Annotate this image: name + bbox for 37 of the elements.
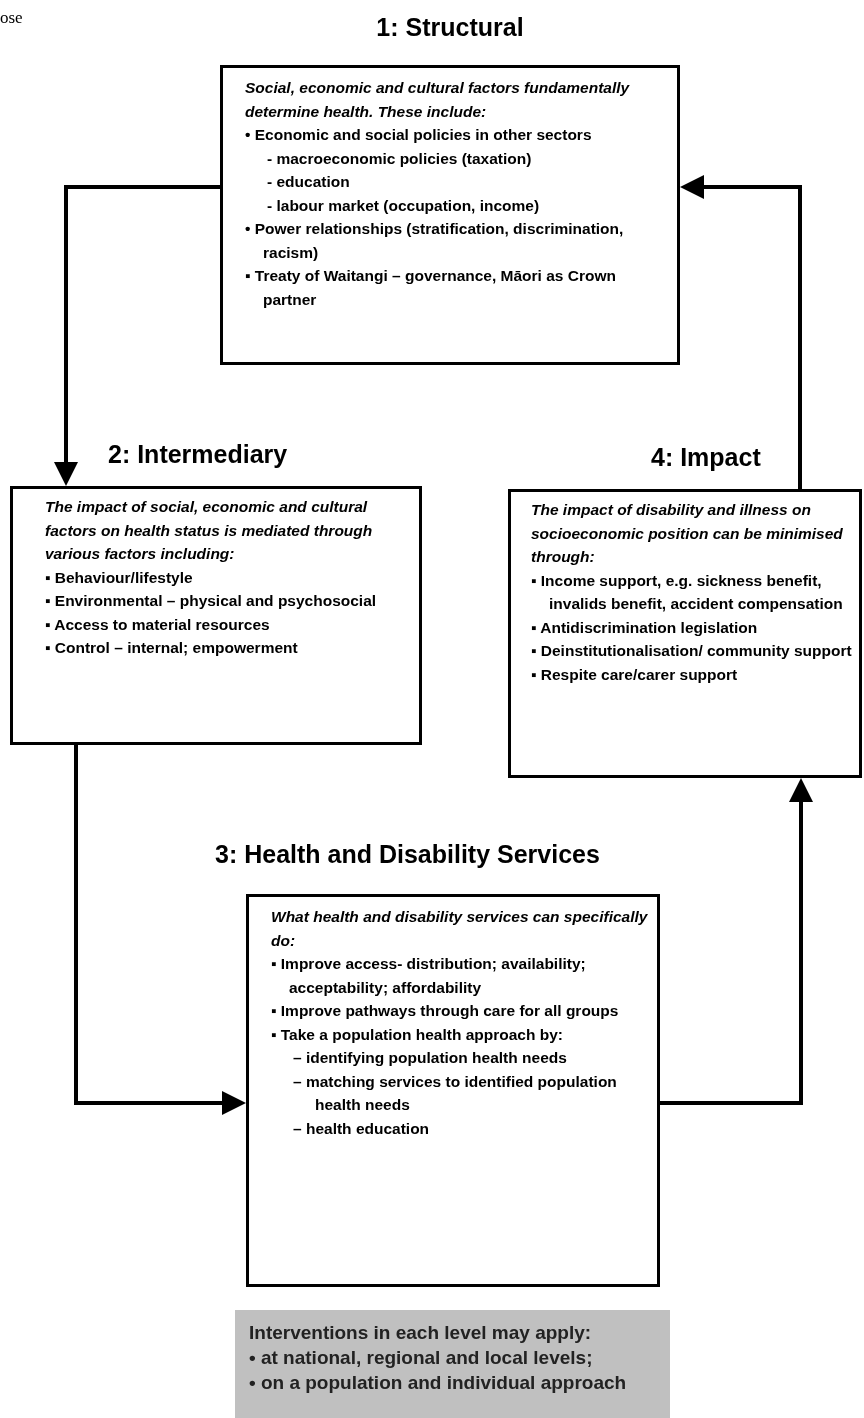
bullet-item: ▪ Environmental – physical and psychosocial <box>45 591 378 611</box>
sub-item: - macroeconomic policies (taxation) <box>266 148 533 169</box>
intro-text: Social, economic and cultural factors fundamentally determine health. These include: <box>245 78 631 122</box>
intro-text: What health and disability services can specifically do: <box>271 907 649 951</box>
sub-item: – health education <box>292 1118 431 1139</box>
bullet-item: ▪ Deinstitutionalisation/ community support <box>531 641 853 661</box>
arrow <box>54 185 220 486</box>
bullet-item: ▪ Access to material resources <box>45 614 271 635</box>
bullet-item: ▪ Take a population health approach by: <box>271 1024 564 1045</box>
section-heading: 3: Health and Disability Services <box>215 839 600 869</box>
note-panel <box>235 1310 670 1418</box>
bullet-item: ▪ Improve access- distribution; availability; acceptability; affordability <box>271 954 587 998</box>
sub-item: – matching services to identified population health needs <box>292 1071 618 1115</box>
intro-text: The impact of disability and illness on socioeconomic position can be minimised through: <box>531 500 844 567</box>
arrow <box>74 745 246 1115</box>
bullet-item: ▪ Improve pathways through care for all groups <box>271 1001 620 1021</box>
bullet-item: ▪ Behaviour/lifestyle <box>45 567 194 588</box>
bullet-item: • Power relationships (stratification, discrimination, racism) <box>245 219 625 263</box>
bullet-item: ▪ Treaty of Waitangi – governance, Māori as Crown partner <box>245 266 617 310</box>
note-text: • at national, regional and local levels; <box>249 1346 594 1370</box>
note-text: Interventions in each level may apply: <box>249 1321 593 1345</box>
text-fragment: ose <box>0 8 23 28</box>
sub-item: – identifying population health needs <box>292 1048 568 1068</box>
section-heading: 4: Impact <box>651 442 761 472</box>
section-heading: 2: Intermediary <box>108 439 288 469</box>
arrow <box>660 778 813 1105</box>
section-heading: 1: Structural <box>376 12 524 42</box>
bullet-item: • Economic and social policies in other sectors <box>245 125 593 145</box>
bullet-item: ▪ Respite care/carer support <box>531 664 739 685</box>
sub-item: - education <box>266 172 351 192</box>
bullet-item: ▪ Antidiscrimination legislation <box>531 617 759 638</box>
arrow <box>680 175 802 489</box>
note-text: • on a population and individual approach <box>249 1371 628 1395</box>
bullet-item: ▪ Control – internal; empowerment <box>45 638 299 658</box>
intro-text: The impact of social, economic and cultural factors on health status is mediated through various factors including: <box>45 497 374 564</box>
sub-item: - labour market (occupation, income) <box>266 195 541 216</box>
bullet-item: ▪ Income support, e.g. sickness benefit, invalids benefit, accident compensation <box>531 570 844 614</box>
